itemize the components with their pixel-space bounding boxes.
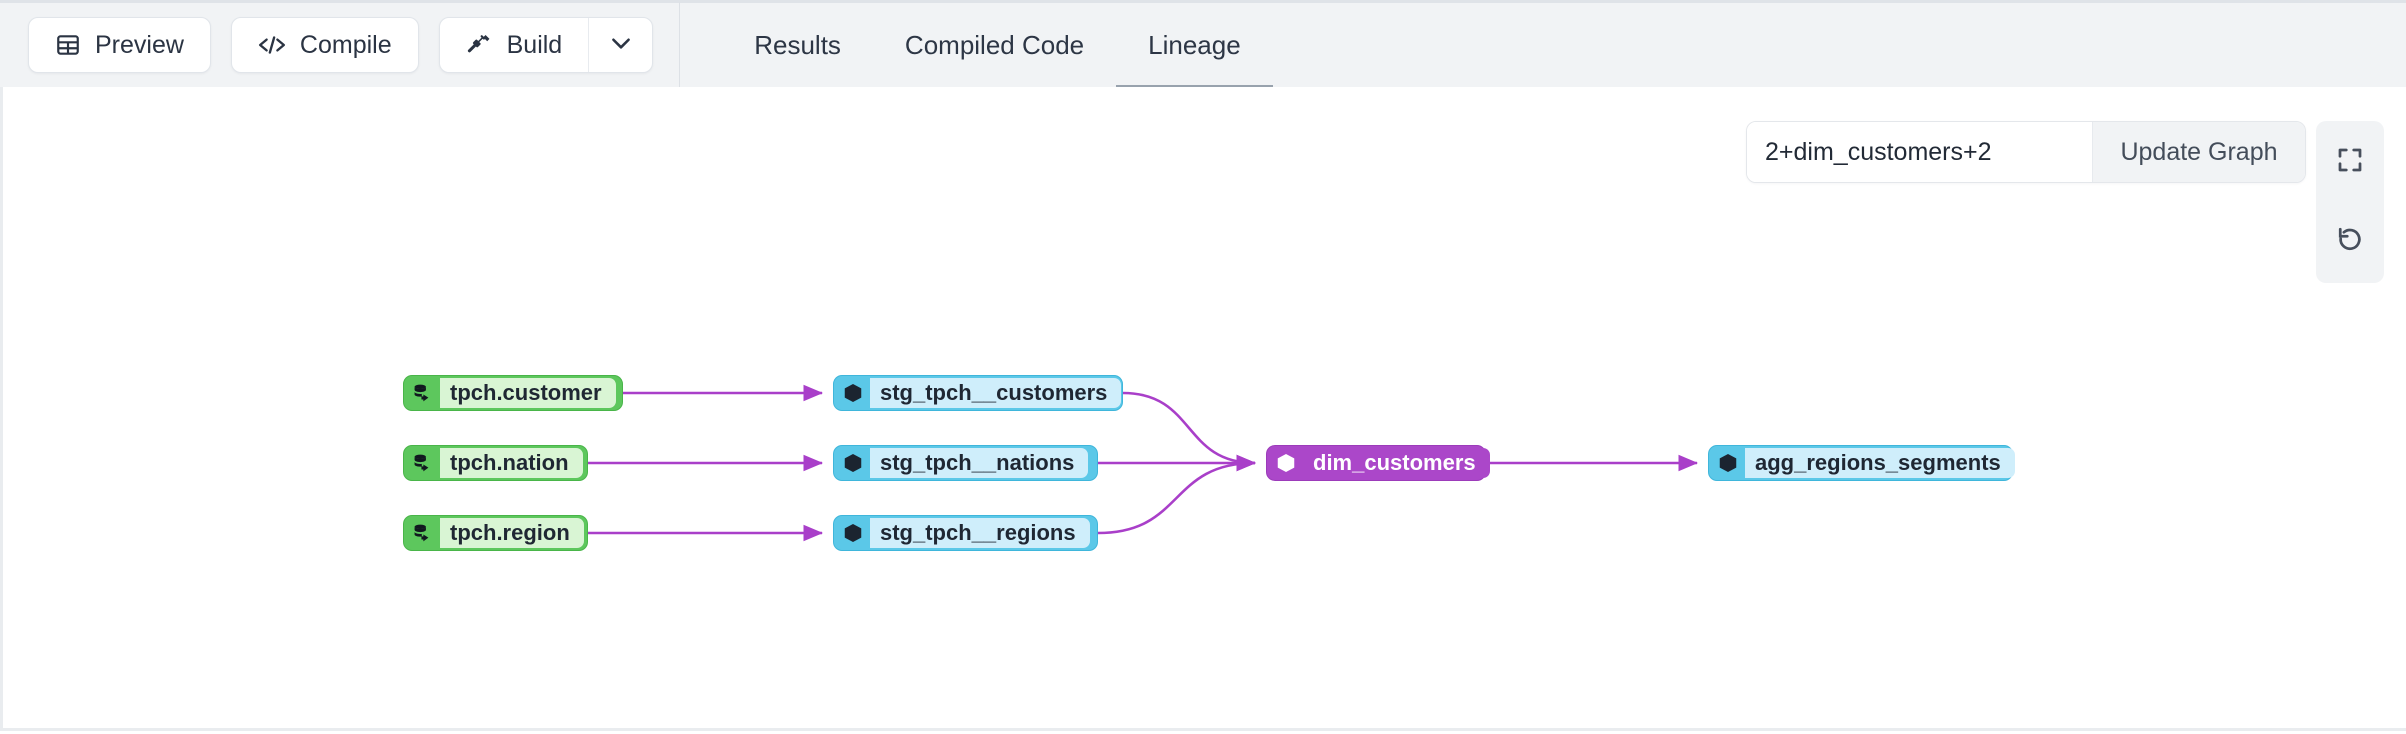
result-tabs: Results Compiled Code Lineage [680, 2, 1273, 89]
build-dropdown-toggle[interactable] [588, 18, 652, 72]
reset-icon [2335, 225, 2365, 260]
table-icon [55, 32, 81, 58]
build-button-label: Build [506, 30, 563, 59]
lineage-node-tpch_region[interactable]: tpch.region [403, 515, 588, 551]
cube-icon [1711, 448, 1745, 478]
graph-selector-group: Update Graph [1746, 121, 2306, 183]
build-split-button: Build [438, 17, 654, 73]
cube-icon [1269, 448, 1303, 478]
fullscreen-icon [2335, 145, 2365, 180]
hammer-icon [466, 32, 493, 58]
preview-button[interactable]: Preview [28, 17, 211, 73]
lineage-selector-input[interactable] [1747, 122, 2092, 182]
lineage-edges [587, 384, 1699, 542]
lineage-edge [1122, 391, 1257, 472]
lineage-node-label: tpch.nation [440, 448, 583, 478]
tab-results[interactable]: Results [722, 2, 873, 89]
lineage-graph: tpch.customer tpch.nation tpch.region stg_t… [3, 87, 2406, 728]
toolbar-divider [679, 1, 681, 89]
reset-view-button[interactable] [2323, 215, 2377, 269]
lineage-node-label: tpch.region [440, 518, 584, 548]
graph-view-controls [2316, 121, 2384, 283]
chevron-down-icon [608, 30, 634, 61]
lineage-node-label: agg_regions_segments [1745, 448, 2015, 478]
cube-icon [836, 518, 870, 548]
lineage-node-label: dim_customers [1303, 448, 1490, 478]
lineage-node-tpch_nation[interactable]: tpch.nation [403, 445, 588, 481]
lineage-node-tpch_customer[interactable]: tpch.customer [403, 375, 623, 411]
cube-icon [836, 448, 870, 478]
update-graph-button[interactable]: Update Graph [2092, 122, 2305, 182]
tab-compiled-code-label: Compiled Code [904, 29, 1085, 60]
compile-button-label: Compile [299, 30, 392, 59]
lineage-node-stg_tpch__regions[interactable]: stg_tpch__regions [833, 515, 1098, 551]
lineage-node-dim_customers[interactable]: dim_customers [1266, 445, 1490, 481]
tab-results-label: Results [754, 29, 841, 60]
fullscreen-button[interactable] [2323, 135, 2377, 189]
code-icon [258, 32, 286, 58]
editor-toolbar: Preview Compile [0, 0, 2406, 89]
cube-icon [836, 378, 870, 408]
lineage-edge [1097, 454, 1257, 535]
lineage-node-agg_regions_segments[interactable]: agg_regions_segments [1708, 445, 2015, 481]
tab-lineage[interactable]: Lineage [1116, 2, 1273, 89]
tab-compiled-code[interactable]: Compiled Code [873, 2, 1116, 89]
tab-lineage-label: Lineage [1148, 29, 1241, 60]
database-source-icon [406, 518, 440, 548]
lineage-node-stg_tpch__customers[interactable]: stg_tpch__customers [833, 375, 1123, 411]
lineage-node-stg_tpch__nations[interactable]: stg_tpch__nations [833, 445, 1098, 481]
compile-button[interactable]: Compile [230, 17, 419, 73]
database-source-icon [406, 378, 440, 408]
database-source-icon [406, 448, 440, 478]
lineage-canvas[interactable]: tpch.customer tpch.nation tpch.region stg_t… [0, 87, 2406, 731]
preview-button-label: Preview [95, 30, 184, 59]
lineage-node-label: tpch.customer [440, 378, 616, 408]
build-button[interactable]: Build [439, 18, 589, 72]
lineage-node-label: stg_tpch__nations [870, 448, 1089, 478]
toolbar-actions: Preview Compile [0, 3, 679, 87]
lineage-node-label: stg_tpch__regions [870, 518, 1090, 548]
lineage-node-label: stg_tpch__customers [870, 378, 1122, 408]
